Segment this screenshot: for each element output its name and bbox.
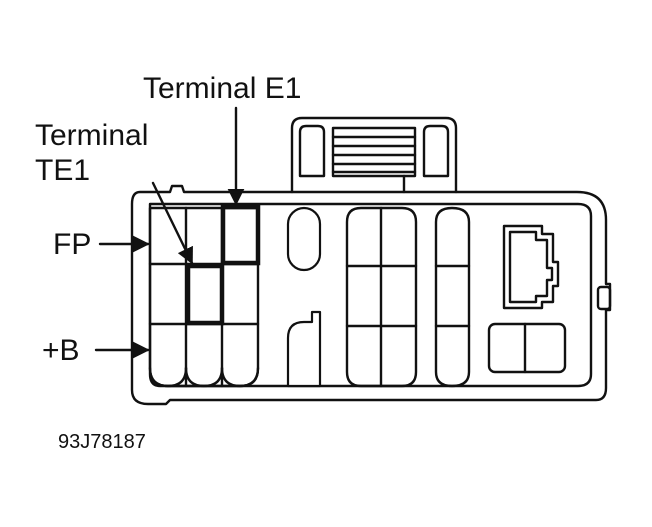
side-tab (596, 285, 612, 311)
key-socket (502, 224, 560, 310)
middle-cavity-block (345, 206, 418, 388)
fp-label: FP (53, 228, 91, 261)
terminal-e1-label: Terminal E1 (143, 72, 301, 105)
top-latch (290, 116, 458, 194)
terminal-te1-label-line2: TE1 (35, 154, 90, 187)
left-cavity-block (148, 206, 260, 388)
slot-upper (286, 206, 322, 272)
connector-body (130, 116, 612, 406)
slot-lower (286, 310, 322, 388)
figure-code: 93J78187 (58, 431, 146, 453)
terminal-e1-cavity (220, 204, 261, 266)
bottom-right-cavity (487, 322, 567, 374)
terminal-te1-label-line1: Terminal (35, 119, 148, 152)
plus-b-label: +B (42, 334, 80, 367)
terminal-te1-cavity (185, 263, 225, 326)
single-cavity-column (434, 206, 471, 388)
